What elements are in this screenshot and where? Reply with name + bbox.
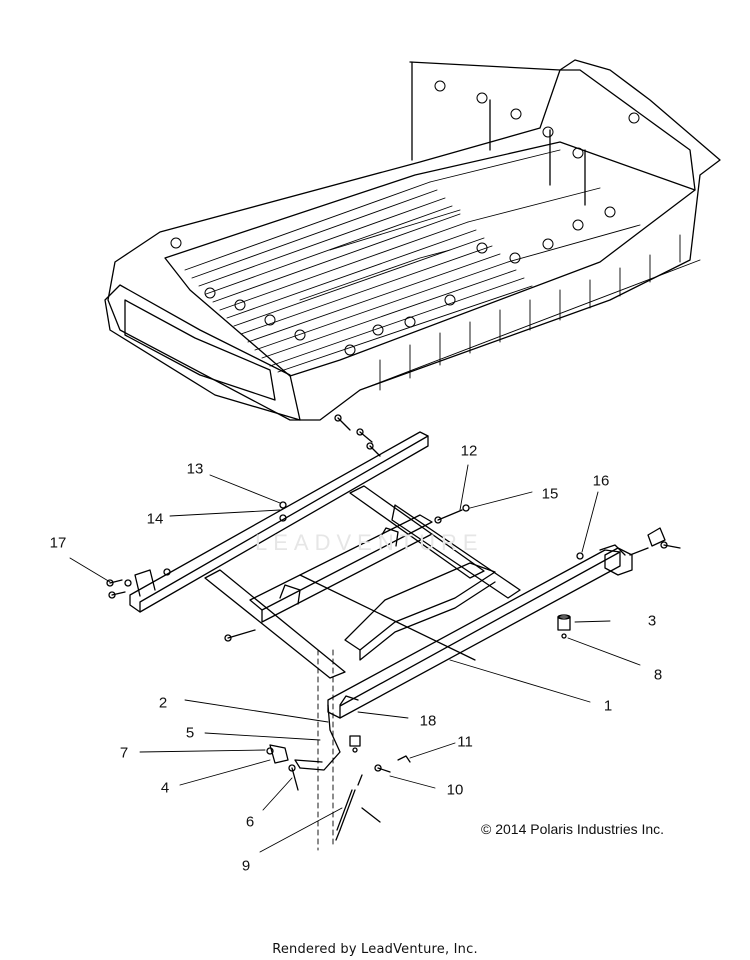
callout-16: 16 — [592, 472, 610, 490]
callout-10: 10 — [446, 781, 464, 799]
callout-13: 13 — [186, 460, 204, 478]
leader-lines — [69, 464, 641, 853]
callout-14: 14 — [146, 510, 164, 528]
callout-6: 6 — [245, 813, 255, 831]
callout-7: 7 — [119, 744, 129, 762]
frame-assembly — [129, 431, 633, 719]
callout-17: 17 — [49, 534, 67, 552]
callout-4: 4 — [160, 779, 170, 797]
callout-18: 18 — [419, 712, 437, 730]
copyright-notice: © 2014 Polaris Industries Inc. — [481, 821, 665, 837]
callout-8: 8 — [653, 666, 663, 684]
callout-12: 12 — [460, 442, 478, 460]
callout-11: 11 — [457, 733, 473, 751]
callout-2: 2 — [158, 694, 168, 712]
callout-1: 1 — [603, 697, 613, 715]
callout-9: 9 — [241, 857, 251, 875]
callout-15: 15 — [541, 485, 559, 503]
callout-5: 5 — [185, 724, 195, 742]
hardware — [106, 414, 681, 841]
callout-3: 3 — [647, 612, 657, 630]
watermark: LEADVENTURE — [255, 530, 484, 555]
cargo-box — [104, 59, 721, 421]
rendered-by-footer: Rendered by LeadVenture, Inc. — [272, 942, 478, 957]
